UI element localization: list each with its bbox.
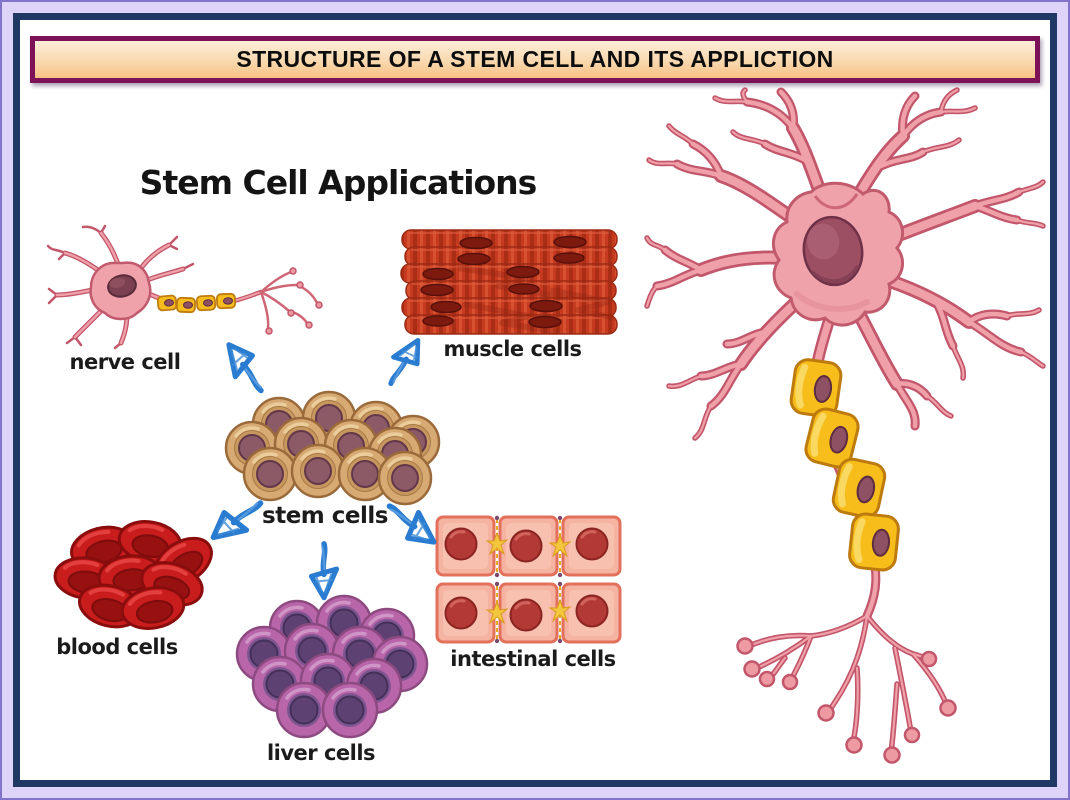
content-panel <box>13 13 1057 787</box>
intestinal-cells-illustration <box>435 515 622 644</box>
label-blood-cells: blood cells <box>56 635 178 659</box>
nucleus <box>802 215 864 287</box>
nucleus <box>107 274 137 298</box>
axon-terminals <box>259 270 319 330</box>
myelin-sheath <box>156 292 237 314</box>
myelin-sheath <box>789 358 899 571</box>
liver-cells-illustration <box>235 594 429 739</box>
label-muscle-cells: muscle cells <box>443 337 582 361</box>
muscle-cells-illustration <box>400 229 618 335</box>
arrows-overlay <box>180 330 460 610</box>
label-stem-cells: stem cells <box>262 503 388 529</box>
neuron-illustration <box>645 88 1045 764</box>
banner-title: STRUCTURE OF A STEM CELL AND ITS APPLICT… <box>236 46 834 72</box>
arrow-to-nerve-cell-icon <box>218 337 271 398</box>
label-liver-cells: liver cells <box>266 741 376 765</box>
label-intestinal-cells: intestinal cells <box>450 647 616 671</box>
nerve-cell-illustration <box>46 224 323 350</box>
diagram-title: Stem Cell Applications <box>139 163 538 202</box>
terminal-bulbs <box>736 637 957 764</box>
arrow-to-liver-cells-icon <box>311 544 336 598</box>
label-nerve-cell: nerve cell <box>69 350 181 374</box>
title-banner: STRUCTURE OF A STEM CELL AND ITS APPLICT… <box>30 36 1040 83</box>
